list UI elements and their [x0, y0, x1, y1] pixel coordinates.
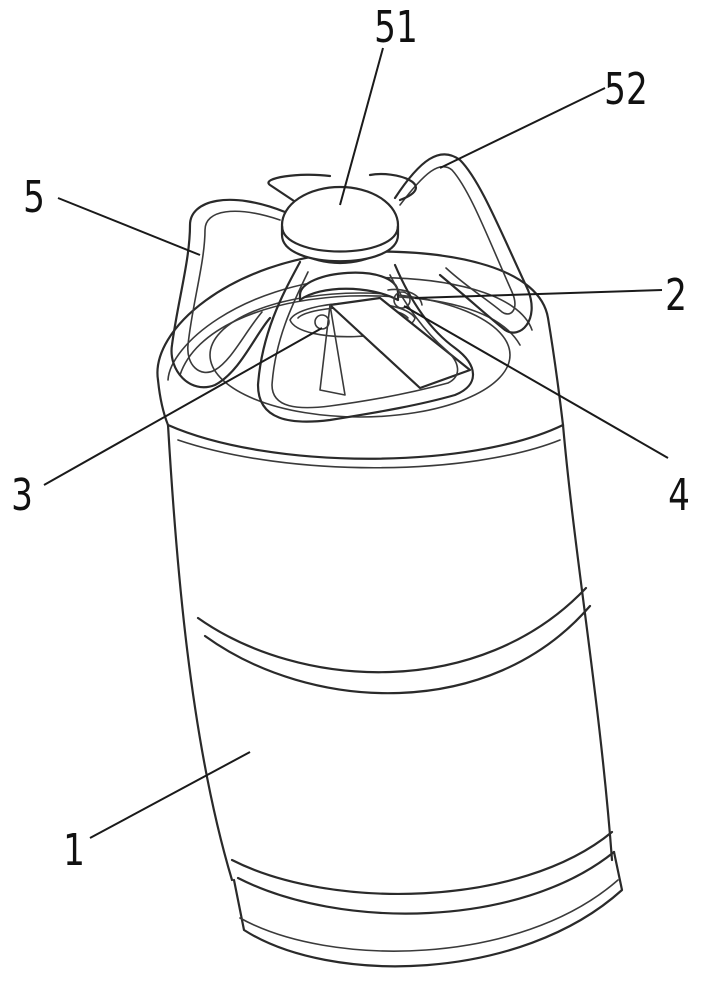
container-body: [166, 423, 624, 968]
leader-51: [339, 47, 384, 206]
label-5: 5: [23, 172, 45, 223]
label-4: 4: [668, 470, 690, 521]
leader-3: [43, 327, 323, 486]
handle-left-outer: [170, 198, 287, 389]
handle-front-inner: [271, 271, 459, 409]
handle-front-outer: [256, 260, 474, 423]
label-2: 2: [665, 270, 687, 321]
leader-lines: [43, 47, 669, 839]
valve-pin-4: [393, 291, 411, 309]
body-right-edge: [561, 423, 614, 862]
handle-right-inner: [399, 165, 516, 315]
handle-right-outer: [393, 153, 533, 334]
valve-cap: [298, 271, 400, 302]
label-51: 51: [374, 2, 418, 53]
handle-hub-side: [280, 224, 400, 263]
handle: [170, 153, 533, 423]
valve-assembly: [289, 271, 472, 396]
leader-1: [89, 751, 251, 839]
leader-2: [414, 289, 663, 299]
middle-groove-lower: [203, 604, 592, 695]
base-foot: [232, 850, 624, 968]
body-left-edge: [166, 423, 234, 882]
handle-back-arm-2: [368, 173, 417, 202]
shoulder-ring: [166, 423, 565, 460]
leader-4: [403, 305, 669, 459]
valve-wedge: [328, 296, 472, 390]
valve-fin: [319, 304, 346, 396]
handle-back-arm: [267, 173, 332, 207]
valve-base: [289, 301, 416, 338]
base-ring-2: [236, 850, 616, 915]
middle-groove-upper: [196, 586, 588, 674]
leader-5: [57, 197, 201, 256]
handle-left-inner: [187, 210, 281, 374]
base-ring-1: [230, 830, 614, 896]
leader-52: [439, 87, 606, 169]
shoulder-ring-inner: [177, 439, 561, 469]
part-labels: 51 52 5 2 3 4 1: [11, 2, 690, 876]
top-dish: [209, 292, 511, 418]
label-1: 1: [63, 825, 85, 876]
label-52: 52: [604, 64, 648, 115]
base-foot-inner: [239, 879, 619, 952]
rim-left-drop: [156, 378, 170, 427]
label-3: 3: [11, 470, 33, 521]
